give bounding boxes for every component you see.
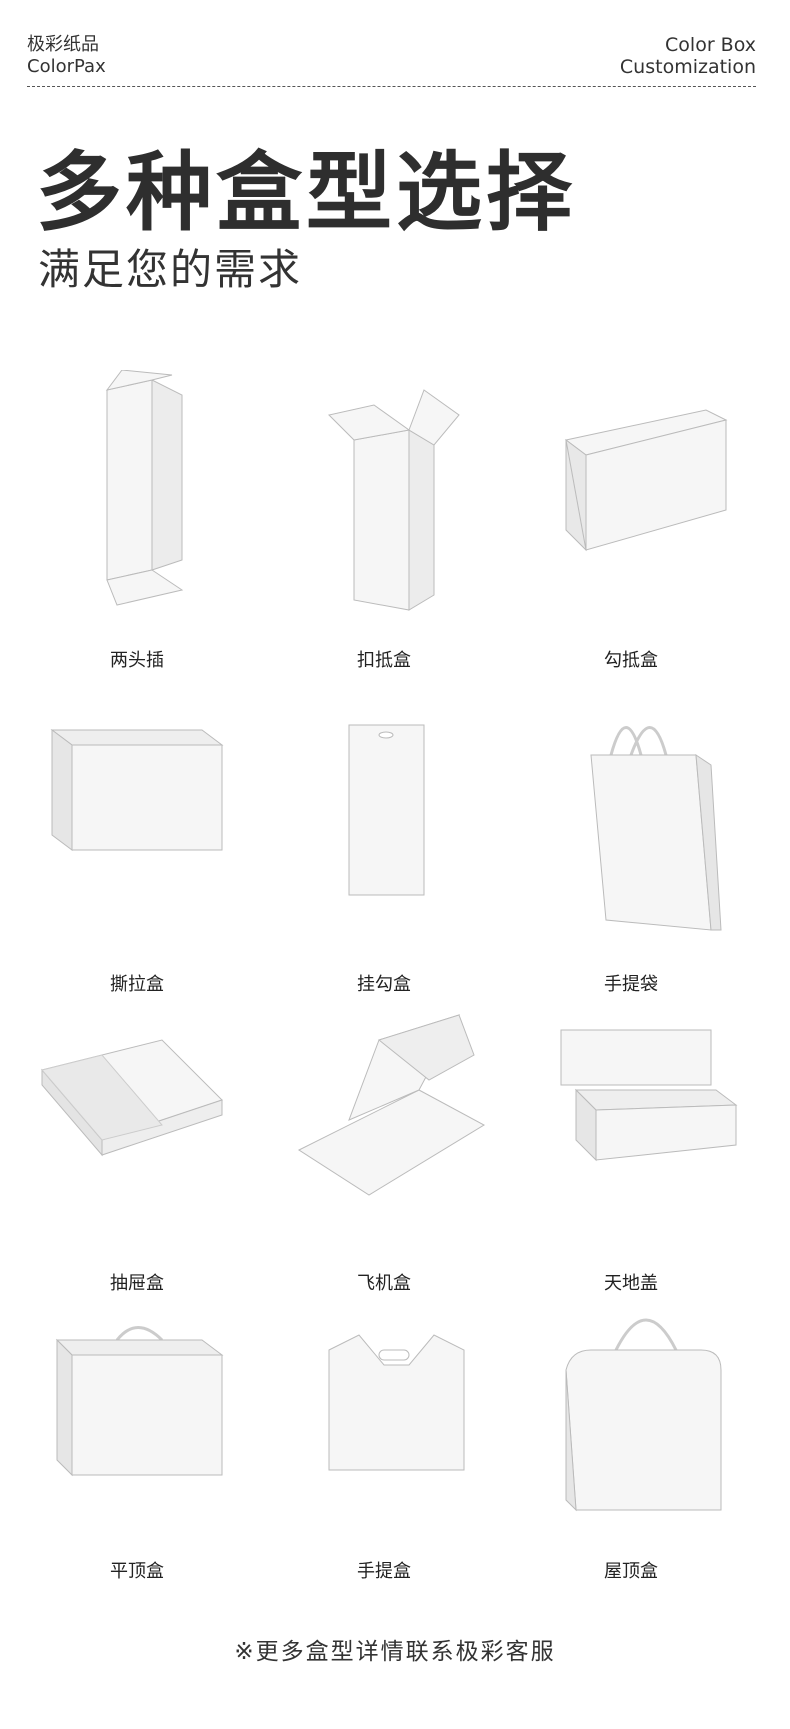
page-title: 多种盒型选择 xyxy=(36,143,576,243)
box-type-label: 飞机盒 xyxy=(357,1273,411,1294)
brand: 极彩纸品 ColorPax xyxy=(27,34,106,78)
box-image-icon xyxy=(564,409,728,552)
header-tagline: Color Box Customization xyxy=(620,34,756,78)
box-image-icon xyxy=(41,1039,223,1157)
brand-en: ColorPax xyxy=(27,56,106,77)
box-type-label: 扣抵盒 xyxy=(357,650,411,671)
box-type-item: 两头插 xyxy=(12,370,262,676)
box-type-item: 挂勾盒 xyxy=(259,700,509,1000)
box-type-label: 撕拉盒 xyxy=(110,974,164,995)
box-type-item: 手提盒 xyxy=(259,1310,509,1587)
box-image-icon xyxy=(55,1326,224,1477)
box-type-item: 扣抵盒 xyxy=(259,370,509,676)
tagline-line2: Customization xyxy=(619,56,756,78)
box-type-item: 抽屉盒 xyxy=(12,1010,262,1299)
box-type-item: 撕拉盒 xyxy=(12,700,262,1000)
box-image-icon xyxy=(50,729,224,851)
box-image-icon xyxy=(565,1318,722,1512)
box-type-label: 两头插 xyxy=(110,650,164,671)
box-image-icon xyxy=(297,1014,486,1196)
box-image-icon xyxy=(348,724,425,896)
box-type-label: 挂勾盒 xyxy=(357,974,411,995)
box-type-item: 平顶盒 xyxy=(12,1310,262,1587)
box-image-icon xyxy=(560,1029,738,1162)
box-type-label: 勾抵盒 xyxy=(604,650,658,671)
footer-note: ※更多盒型详情联系极彩客服 xyxy=(234,1639,556,1665)
box-image-icon xyxy=(328,1334,465,1471)
box-type-label: 手提盒 xyxy=(357,1561,411,1582)
box-type-label: 抽屉盒 xyxy=(110,1273,164,1294)
box-image-icon xyxy=(105,370,184,606)
box-type-label: 屋顶盒 xyxy=(604,1561,658,1582)
dashed-divider xyxy=(27,86,756,87)
box-image-icon xyxy=(328,389,460,611)
box-type-item: 屋顶盒 xyxy=(506,1310,756,1587)
tagline-line1: Color Box xyxy=(665,34,756,56)
box-type-label: 平顶盒 xyxy=(110,1561,164,1582)
box-type-label: 手提袋 xyxy=(604,974,658,995)
box-type-item: 飞机盒 xyxy=(259,1010,509,1299)
box-type-item: 天地盖 xyxy=(506,1010,756,1299)
page-subtitle: 满足您的需求 xyxy=(38,245,303,294)
box-image-icon xyxy=(590,726,722,931)
brand-cn: 极彩纸品 xyxy=(27,34,99,55)
box-type-item: 勾抵盒 xyxy=(506,370,756,676)
box-type-item: 手提袋 xyxy=(506,700,756,1000)
box-type-label: 天地盖 xyxy=(604,1273,658,1294)
